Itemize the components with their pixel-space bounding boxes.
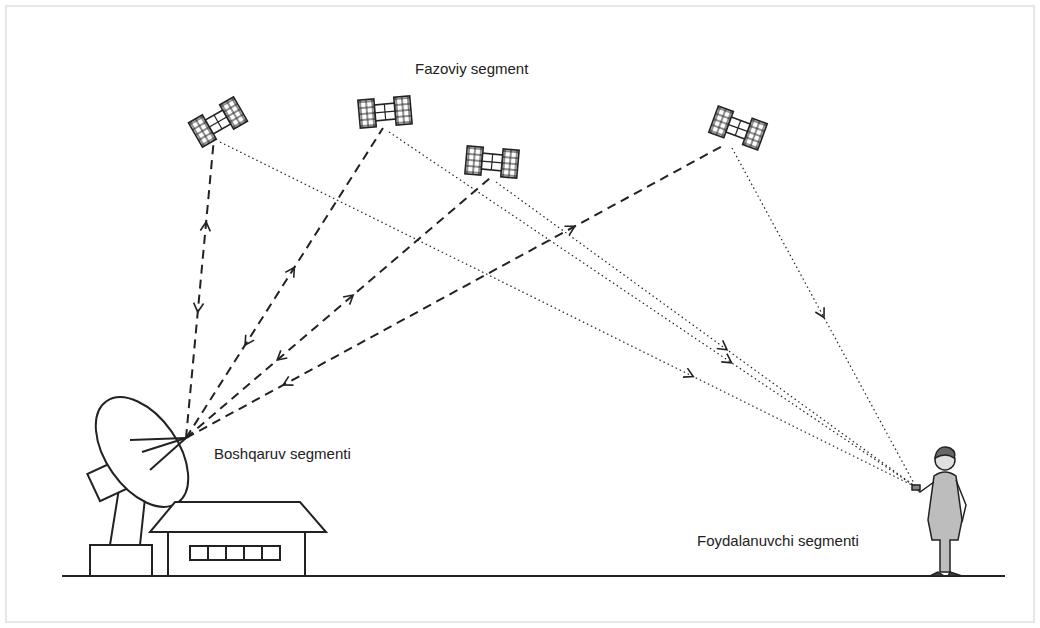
direction-chevron (717, 340, 727, 349)
direction-chevron (565, 226, 575, 235)
navigation-signal (732, 148, 916, 487)
satellite (465, 146, 519, 178)
segment-label: Boshqaruv segmenti (212, 445, 353, 462)
user-figure (912, 447, 966, 576)
direction-chevron (343, 295, 353, 305)
satellite (188, 97, 247, 147)
direction-chevron (200, 222, 210, 231)
satellite (709, 106, 767, 150)
direction-chevron (283, 376, 293, 385)
satellite (358, 96, 412, 128)
segment-label: Fazoviy segment (413, 60, 530, 77)
direction-chevron (285, 268, 294, 278)
control-link (186, 178, 490, 438)
navigation-signal (220, 142, 916, 487)
segment-label: Foydalanuvchi segmenti (695, 532, 861, 549)
frame (6, 6, 1034, 622)
direction-chevron (721, 354, 731, 363)
direction-chevron (683, 368, 693, 377)
control-link (186, 144, 726, 438)
direction-chevron (245, 335, 254, 345)
ground-station (77, 381, 326, 576)
direction-chevron (815, 307, 824, 317)
signal-lines (186, 128, 916, 487)
navigation-signal (389, 132, 916, 487)
navigation-signal (496, 182, 916, 487)
control-link (186, 138, 214, 438)
direction-chevron (277, 350, 287, 360)
control-link (186, 128, 383, 438)
direction-chevron (194, 303, 204, 312)
